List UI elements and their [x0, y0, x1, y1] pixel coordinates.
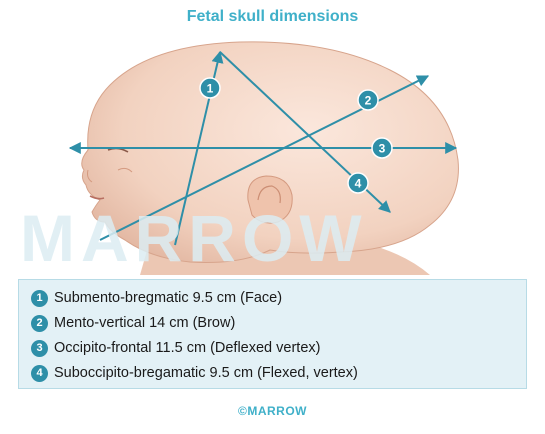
- legend-item-label: Suboccipito-bregamatic 9.5 cm (Flexed, v…: [54, 365, 358, 381]
- mouth-shape: [89, 195, 105, 200]
- legend-item: 1 Submento-bregmatic 9.5 cm (Face): [31, 287, 282, 309]
- legend-item: 3 Occipito-frontal 11.5 cm (Deflexed ver…: [31, 337, 320, 359]
- legend-item: 2 Mento-vertical 14 cm (Brow): [31, 312, 235, 334]
- legend-number-badge: 2: [31, 314, 48, 332]
- marker-2: 2: [357, 89, 379, 111]
- marker-4: 4: [347, 172, 369, 194]
- marker-2-label: 2: [365, 94, 372, 108]
- ear-shape: [247, 175, 293, 224]
- marker-1: 1: [199, 77, 221, 99]
- diagram-title: Fetal skull dimensions: [186, 8, 359, 25]
- marker-4-label: 4: [355, 177, 362, 191]
- legend-item-label: Occipito-frontal 11.5 cm (Deflexed verte…: [54, 340, 321, 356]
- footer-copyright: ©MARROW: [238, 404, 307, 418]
- watermark-text: MARROW: [20, 201, 368, 275]
- legend-item-label: Submento-bregmatic 9.5 cm (Face): [54, 290, 283, 306]
- legend-box: 1 Submento-bregmatic 9.5 cm (Face) 2 Men…: [18, 279, 527, 389]
- legend-number-badge: 4: [31, 364, 48, 382]
- marker-3: 3: [371, 137, 393, 159]
- marker-3-label: 3: [379, 142, 386, 156]
- legend-item: 4 Suboccipito-bregamatic 9.5 cm (Flexed,…: [31, 362, 358, 384]
- legend-number-badge: 1: [31, 289, 48, 307]
- fetal-head-illustration: 1 2 3 4: [68, 41, 459, 275]
- marker-1-label: 1: [207, 82, 214, 96]
- legend-item-label: Mento-vertical 14 cm (Brow): [54, 315, 236, 331]
- legend-number-badge: 3: [31, 339, 48, 357]
